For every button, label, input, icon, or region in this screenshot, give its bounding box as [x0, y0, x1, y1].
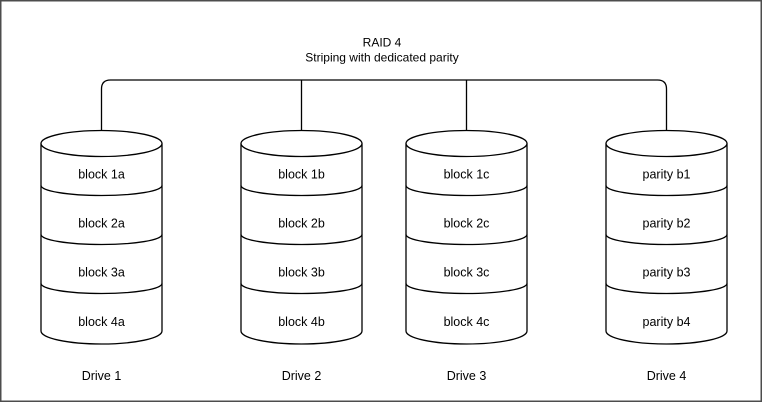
bus-connector-lines: [100, 79, 668, 131]
drive-3-group: block 1c block 2c block 3c block 4c Driv…: [405, 129, 528, 383]
drive-1-label: Drive 1: [82, 369, 122, 383]
drive-1-block-2: block 2a: [78, 217, 125, 231]
drive-4-block-separators: [605, 185, 728, 295]
drive-2-block-4: block 4b: [278, 315, 325, 329]
drive-4-label: Drive 4: [647, 369, 687, 383]
drive-4-block-4: parity b4: [643, 315, 691, 329]
drive-2-block-2: block 2b: [278, 217, 325, 231]
drive-4-block-1: parity b1: [643, 168, 691, 182]
drive-3-block-3: block 3c: [444, 266, 490, 280]
drive-2-block-separators: [240, 185, 363, 295]
drive-4-cylinder-top: [605, 129, 728, 158]
drive-3-block-1: block 1c: [444, 168, 490, 182]
drive-1-block-separators: [40, 185, 163, 295]
drive-1-group: block 1a block 2a block 3a block 4a Driv…: [40, 129, 163, 383]
drive-2-cylinder-top: [240, 129, 363, 158]
drive-4-block-3: parity b3: [643, 266, 691, 280]
drive-1-cylinder-top: [40, 129, 163, 158]
diagram-subtitle: Striping with dedicated parity: [305, 51, 458, 65]
diagram-title: RAID 4: [363, 36, 402, 50]
drive-3-label: Drive 3: [447, 369, 487, 383]
drive-2-block-3: block 3b: [278, 266, 325, 280]
drive-1-block-4: block 4a: [78, 315, 125, 329]
drive-4-group: parity b1 parity b2 parity b3 parity b4 …: [605, 129, 728, 383]
drive-3-block-separators: [405, 185, 528, 295]
drive-1-block-3: block 3a: [78, 266, 125, 280]
drive-3-block-2: block 2c: [444, 217, 490, 231]
drive-1-block-1: block 1a: [78, 168, 125, 182]
drive-2-group: block 1b block 2b block 3b block 4b Driv…: [240, 129, 363, 383]
drive-3-block-4: block 4c: [444, 315, 490, 329]
drive-4-block-2: parity b2: [643, 217, 691, 231]
drive-2-block-1: block 1b: [278, 168, 325, 182]
drive-3-cylinder-top: [405, 129, 528, 158]
drive-2-label: Drive 2: [282, 369, 322, 383]
